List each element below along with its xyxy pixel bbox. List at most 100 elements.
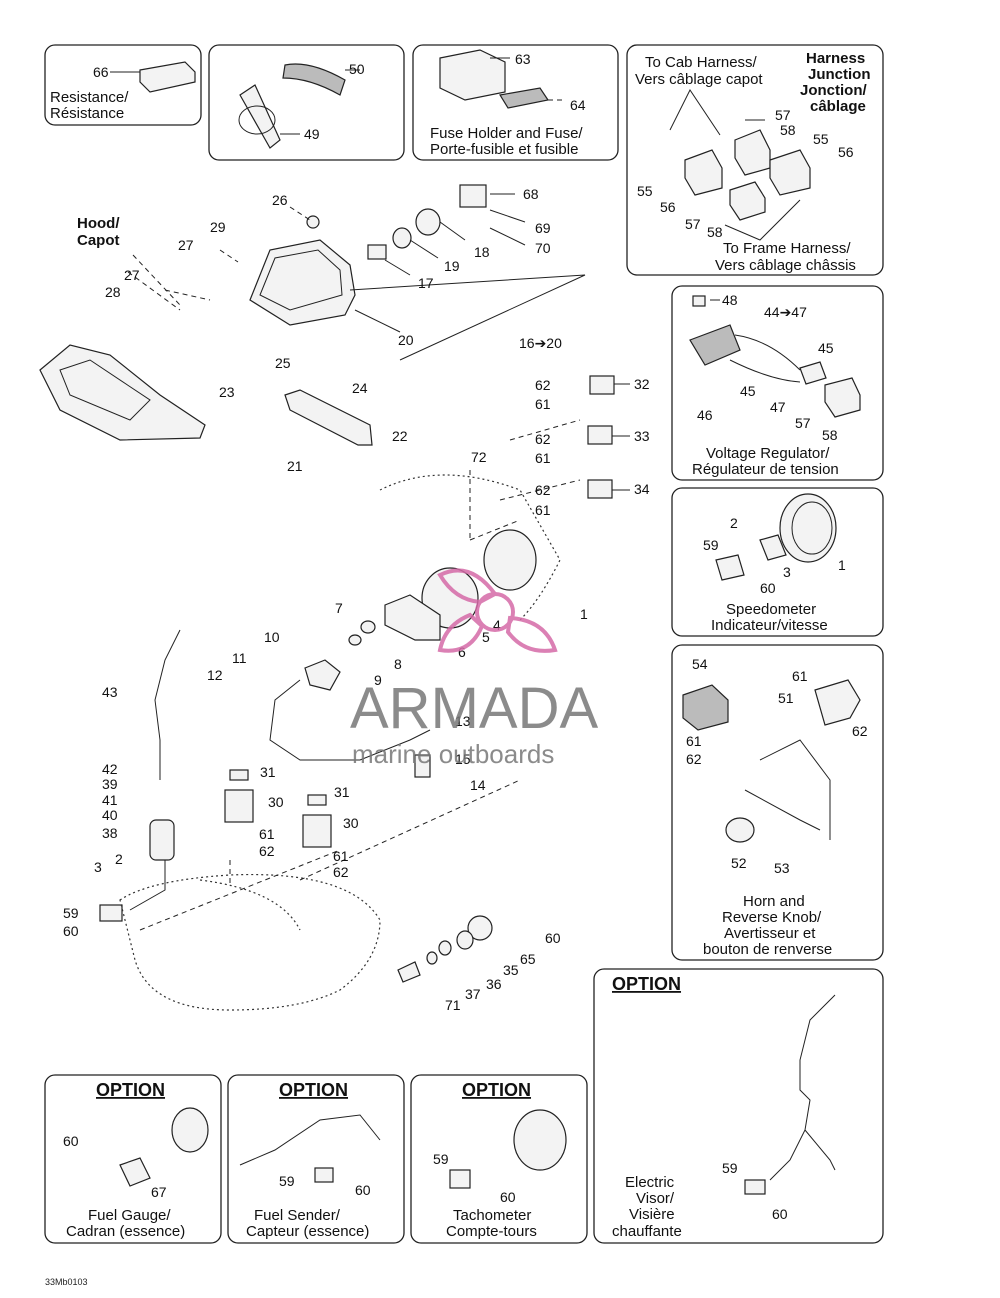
speedometer-box: 2 59 3 1 60 Speedometer Indicateur/vites…	[671, 487, 884, 637]
armada-watermark: ARMADA marine outboards	[350, 568, 598, 769]
part-31b: 31	[334, 784, 350, 800]
part-62a: 62	[535, 377, 551, 393]
watermark-tagline: marine outboards	[352, 739, 554, 769]
visor-caption-2: Visor/	[636, 1190, 675, 1207]
tachometer-part-60: 60	[500, 1189, 516, 1205]
part-32: 32	[634, 376, 650, 392]
screw-26	[306, 215, 320, 229]
fuel-sender-caption-en: Fuel Sender/	[254, 1207, 341, 1224]
connector-cab-male	[769, 149, 811, 196]
part-5: 5	[482, 629, 490, 645]
part-62d: 62	[259, 843, 275, 859]
part-69: 69	[535, 220, 551, 236]
regulator-part-57: 57	[795, 415, 811, 431]
harness-part-55b: 55	[637, 183, 653, 199]
visor-option: OPTION	[612, 974, 681, 994]
harness-title-2: Junction	[808, 66, 871, 83]
ring-19	[392, 227, 412, 249]
hood-label-2: Capot	[77, 232, 120, 249]
fuel-sender-caption-fr: Capteur (essence)	[246, 1223, 369, 1240]
fuse-caption-fr: Porte-fusible et fusible	[430, 141, 578, 158]
part-70: 70	[535, 240, 551, 256]
part-71: 71	[445, 997, 461, 1013]
horn-part-53: 53	[774, 860, 790, 876]
switch-30a	[224, 789, 254, 823]
part-61e: 61	[333, 848, 349, 864]
visor-cable	[769, 994, 836, 1181]
speedometer-main-drawing	[483, 529, 537, 591]
harness-part-56b: 56	[660, 199, 676, 215]
fuse-caption-en: Fuse Holder and Fuse/	[430, 125, 583, 142]
tachometer-option: OPTION	[462, 1080, 531, 1100]
regulator-drawing	[689, 324, 741, 366]
part-72: 72	[471, 449, 487, 465]
horn-part-61b: 61	[792, 668, 808, 684]
propeller-logo	[437, 568, 558, 653]
part-36-drawing	[438, 940, 452, 956]
ties-box: 50 49	[208, 44, 405, 161]
part-60b: 60	[545, 930, 561, 946]
part-26: 26	[272, 192, 288, 208]
hose-drawing	[282, 63, 346, 96]
horn-part-62a: 62	[852, 723, 868, 739]
part-68: 68	[523, 186, 539, 202]
part-60a: 60	[63, 923, 79, 939]
part-42: 42	[102, 761, 118, 777]
fuse-box: 63 64 Fuse Holder and Fuse/ Porte-fusibl…	[412, 44, 619, 161]
part-12: 12	[207, 667, 223, 683]
washer-8	[348, 634, 362, 646]
part-61b: 61	[535, 450, 551, 466]
fuel-gauge-part-60: 60	[63, 1133, 79, 1149]
horn-part-52: 52	[731, 855, 747, 871]
fuel-gauge-drawing	[171, 1107, 209, 1153]
part-2: 2	[115, 851, 123, 867]
part-33: 33	[634, 428, 650, 444]
part-20: 20	[398, 332, 414, 348]
part-13: 13	[455, 713, 471, 729]
speedo-caption-en: Speedometer	[726, 601, 816, 618]
tachometer-part-59: 59	[433, 1151, 449, 1167]
speedometer-bracket-drawing	[384, 594, 441, 641]
part-14: 14	[470, 777, 486, 793]
part-19: 19	[444, 258, 460, 274]
part-27a: 27	[178, 237, 194, 253]
part-23: 23	[219, 384, 235, 400]
fuse-holder-drawing	[439, 49, 506, 101]
harness-bottom-caption-2: Vers câblage châssis	[715, 257, 856, 274]
horn-part-54: 54	[692, 656, 708, 672]
horn-caption-2: Reverse Knob/	[722, 909, 822, 926]
part-15: 15	[455, 751, 471, 767]
part-31a: 31	[260, 764, 276, 780]
resistance-caption-fr: Résistance	[50, 105, 124, 122]
fuel-sender-option: OPTION	[279, 1080, 348, 1100]
part-37-drawing	[426, 951, 438, 965]
cable-tie-drawing	[239, 84, 281, 149]
part-36: 36	[486, 976, 502, 992]
part-11: 11	[232, 650, 247, 666]
ring-18	[415, 208, 441, 236]
harness-junction-box: To Cab Harness/ Vers câblage capot Harne…	[626, 44, 884, 276]
fuel-gauge-box: OPTION 60 67 Fuel Gauge/ Cadran (essence…	[44, 1074, 222, 1244]
clip-15	[414, 754, 431, 778]
part-29: 29	[210, 219, 226, 235]
harness-title-3: Jonction/	[800, 82, 867, 99]
harness-title-1: Harness	[806, 50, 865, 67]
visor-plug	[744, 1179, 766, 1195]
part-3: 3	[94, 859, 102, 875]
harness-top-caption-1: To Cab Harness/	[645, 54, 758, 71]
part-59: 59	[63, 905, 79, 921]
part-39: 39	[102, 776, 118, 792]
part-30a: 30	[268, 794, 284, 810]
part-7: 7	[335, 600, 343, 616]
visor-caption-3: Visière	[629, 1206, 675, 1223]
horn-drawing	[682, 684, 729, 731]
part-41: 41	[102, 792, 118, 808]
part-number-49: 49	[304, 126, 320, 142]
part-18: 18	[474, 244, 490, 260]
part-22: 22	[392, 428, 408, 444]
part-10: 10	[264, 629, 280, 645]
part-43: 43	[102, 684, 118, 700]
regulator-part-48: 48	[722, 292, 738, 308]
bulb-17	[367, 244, 387, 260]
horn-caption-4: bouton de renverse	[703, 941, 832, 958]
